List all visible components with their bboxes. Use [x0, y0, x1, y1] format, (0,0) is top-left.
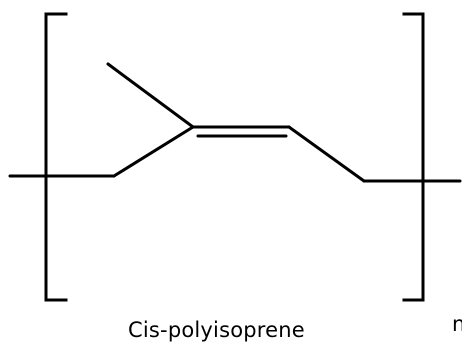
- repeat-unit-subscript: n: [452, 312, 462, 336]
- bond-methyl: [106, 62, 195, 129]
- molecule-name-caption: Cis-polyisoprene: [128, 318, 305, 342]
- left-bracket: [44, 12, 68, 302]
- bond-ch2-to-c: [112, 125, 195, 178]
- right-bracket: [402, 12, 425, 302]
- bond-ch-to-ch2: [287, 125, 366, 183]
